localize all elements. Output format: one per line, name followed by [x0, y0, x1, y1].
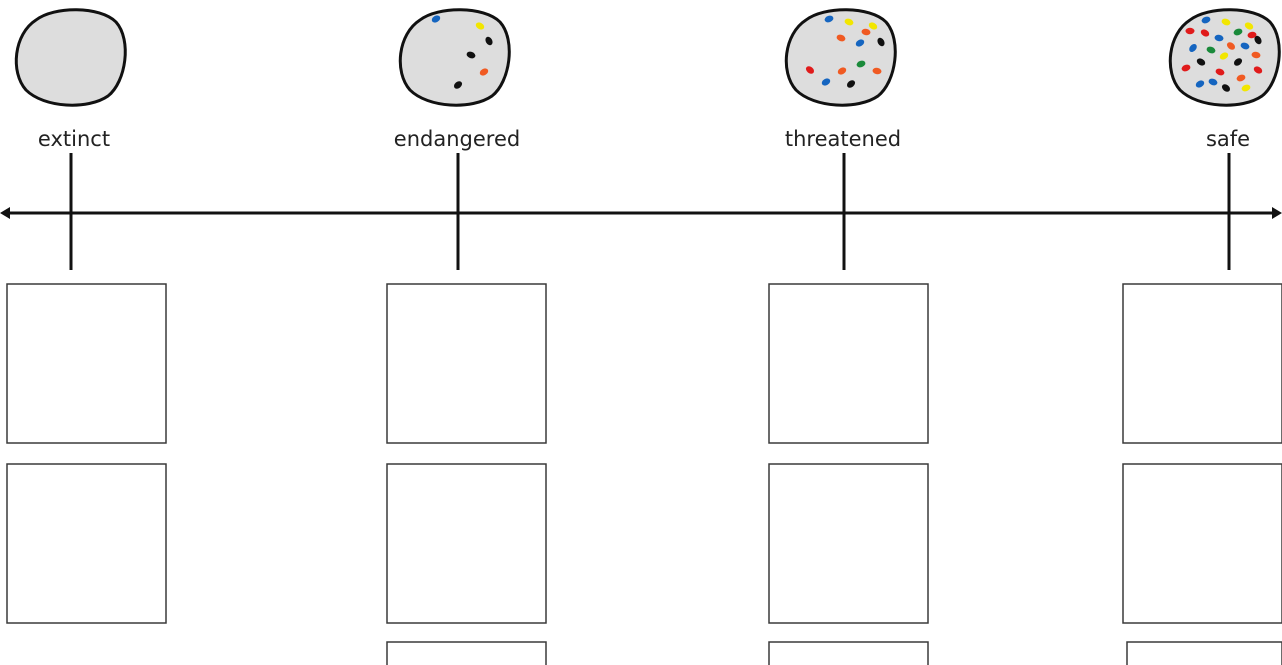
dot-threatened-7 — [856, 60, 866, 68]
box-extinct-2 — [6, 463, 167, 624]
dot-safe-17 — [1236, 74, 1246, 82]
box-threatened-2 — [768, 463, 929, 624]
dot-safe-22 — [1226, 42, 1236, 50]
dot-safe-20 — [1221, 84, 1231, 92]
dot-safe-18 — [1253, 66, 1263, 74]
dot-endangered-2 — [475, 22, 485, 30]
dot-threatened-3 — [868, 22, 878, 30]
dot-threatened-12 — [846, 80, 856, 88]
dot-safe-1 — [1201, 16, 1211, 24]
box-endangered-1 — [386, 283, 547, 444]
dot-endangered-4 — [479, 68, 489, 76]
dot-threatened-6 — [836, 34, 846, 42]
population-blob-extinct — [14, 8, 127, 107]
box-threatened-3 — [768, 641, 929, 665]
dot-safe-4 — [1254, 35, 1262, 45]
box-endangered-2 — [386, 463, 547, 624]
dot-safe-3 — [1244, 22, 1254, 30]
dot-safe-13 — [1233, 58, 1243, 66]
dot-safe-7 — [1200, 29, 1210, 37]
dot-safe-25 — [1208, 78, 1218, 86]
dot-threatened-4 — [877, 37, 885, 47]
label-endangered: endangered — [394, 127, 520, 151]
population-dots-threatened — [805, 15, 885, 88]
population-dots-safe — [1181, 16, 1263, 92]
dot-safe-8 — [1189, 43, 1197, 53]
dot-threatened-10 — [805, 66, 815, 74]
dot-safe-5 — [1233, 28, 1243, 36]
dot-safe-19 — [1195, 80, 1205, 88]
dot-safe-12 — [1251, 51, 1261, 59]
population-dots-endangered — [431, 15, 493, 89]
box-safe-3 — [1126, 641, 1282, 665]
right-arrowhead — [1272, 207, 1282, 219]
dot-threatened-2 — [844, 18, 854, 26]
box-safe-1 — [1122, 283, 1282, 444]
dot-safe-14 — [1196, 58, 1206, 66]
dot-endangered-3 — [485, 36, 493, 46]
dot-endangered-6 — [466, 51, 476, 59]
dot-threatened-5 — [855, 39, 865, 47]
label-threatened: threatened — [785, 127, 901, 151]
dot-safe-10 — [1219, 52, 1229, 60]
dot-safe-9 — [1206, 46, 1216, 54]
box-extinct-1 — [6, 283, 167, 444]
box-threatened-1 — [768, 283, 929, 444]
dot-safe-24 — [1247, 31, 1257, 39]
dot-safe-2 — [1221, 18, 1231, 26]
dot-threatened-1 — [824, 15, 834, 23]
dot-safe-23 — [1185, 27, 1195, 35]
population-blob-threatened — [784, 8, 897, 107]
dot-threatened-11 — [821, 78, 831, 86]
dot-safe-21 — [1241, 84, 1251, 92]
dot-threatened-8 — [872, 67, 882, 75]
population-blob-safe — [1168, 8, 1281, 107]
dot-safe-11 — [1240, 42, 1250, 50]
dot-threatened-9 — [837, 67, 847, 75]
dot-endangered-5 — [453, 81, 463, 89]
dot-safe-6 — [1214, 34, 1224, 42]
dot-safe-16 — [1215, 68, 1225, 76]
box-safe-2 — [1122, 463, 1282, 624]
label-safe: safe — [1206, 127, 1250, 151]
dot-safe-15 — [1181, 64, 1191, 72]
dot-threatened-13 — [861, 28, 871, 36]
left-arrowhead — [0, 207, 10, 219]
label-extinct: extinct — [38, 127, 110, 151]
dot-endangered-1 — [431, 15, 441, 23]
box-endangered-3 — [386, 641, 547, 665]
population-blob-endangered — [398, 8, 511, 107]
